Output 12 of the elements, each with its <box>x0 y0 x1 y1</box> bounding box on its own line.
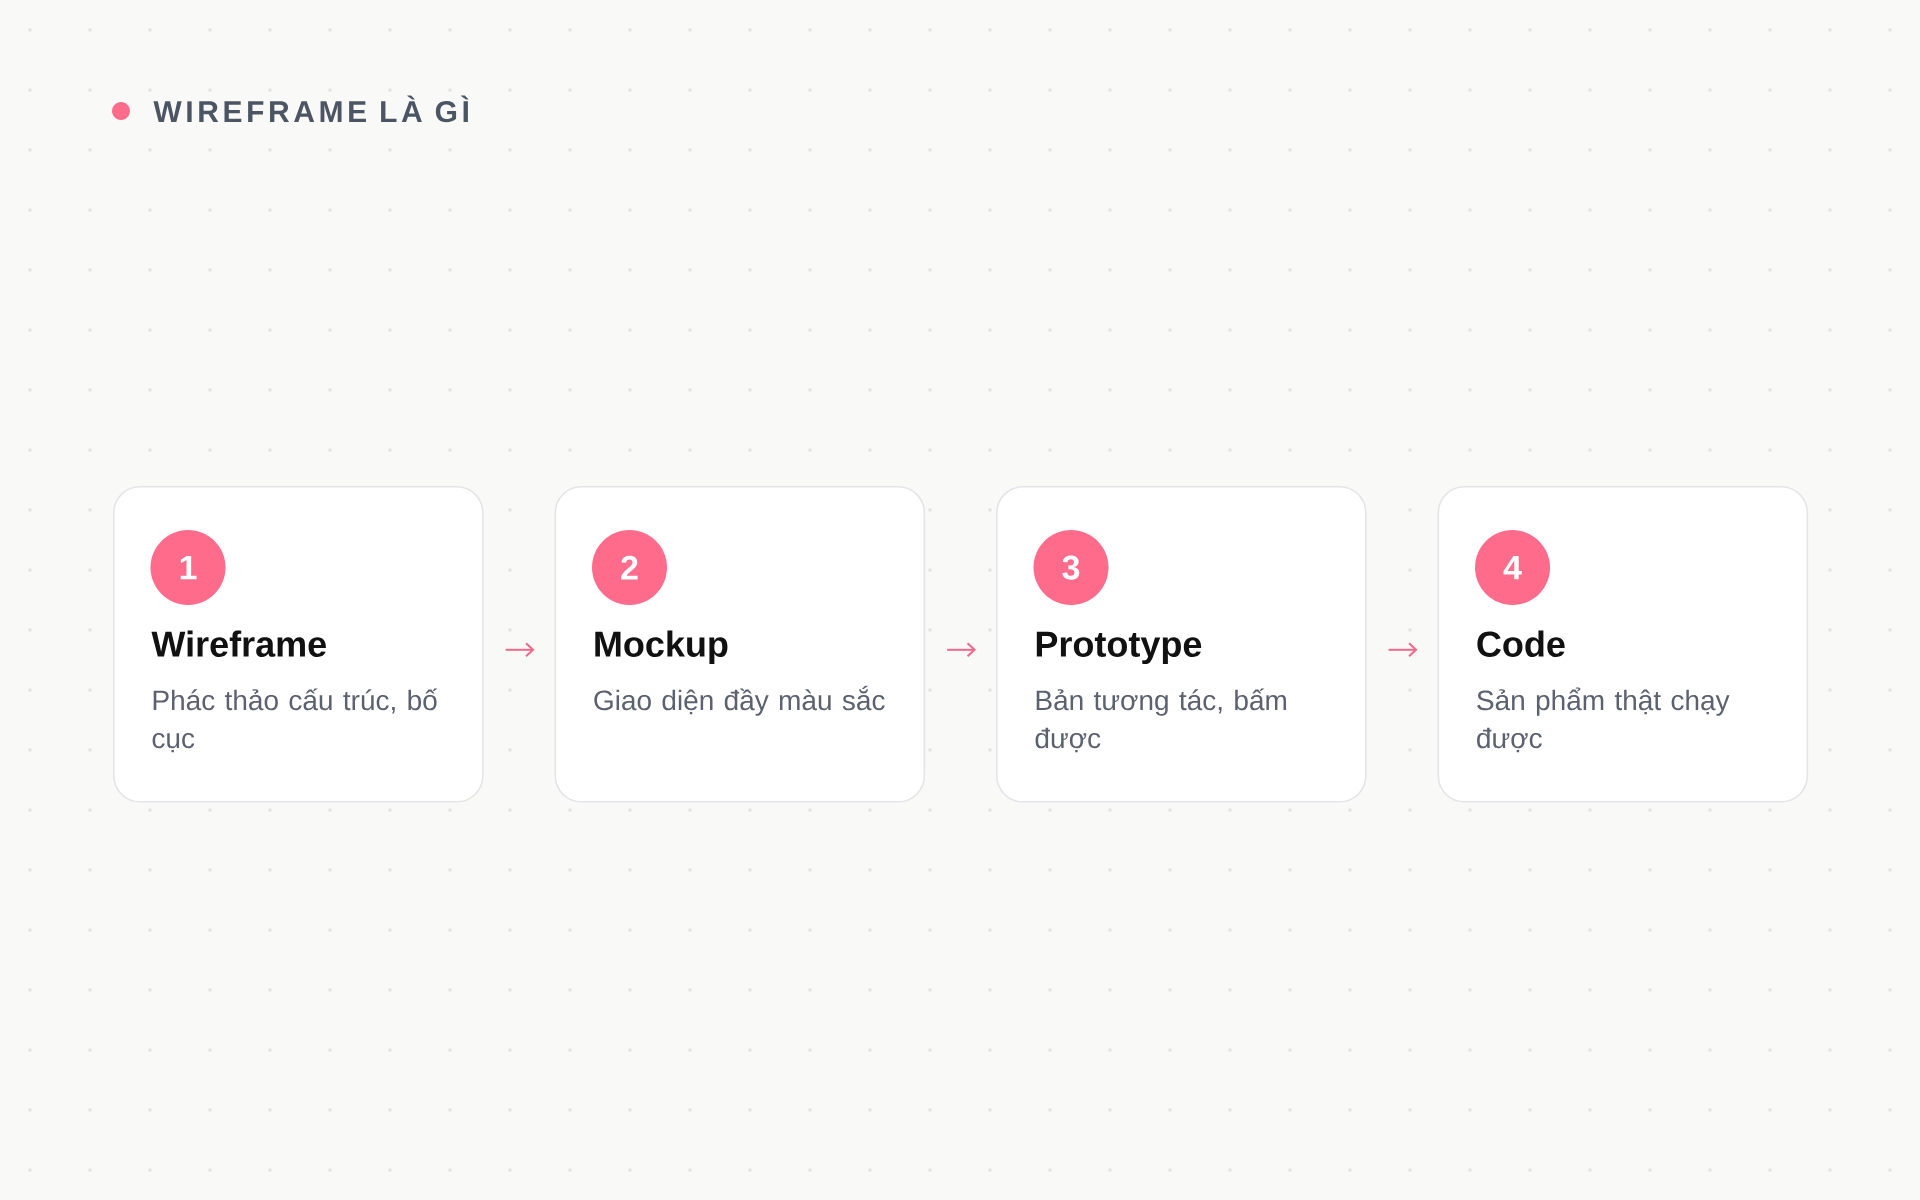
card-title: Prototype <box>1036 631 1202 665</box>
heading: WIREFRAME LÀ GÌ <box>153 95 469 123</box>
arrow <box>1387 642 1418 658</box>
card-description: Phác thảo cấu trúc, bố cục <box>152 688 438 753</box>
arrow <box>504 642 535 658</box>
card-title: Code <box>1477 630 1565 657</box>
card-description: Bản tương tác, bấm được <box>1035 688 1286 753</box>
arrow <box>946 642 976 658</box>
card-title: Wireframe <box>151 630 326 657</box>
card-description: Sản phẩm thật chạy được <box>1477 687 1730 753</box>
card-description: Giao diện đầy màu sắc <box>594 685 885 716</box>
card-title: Mockup <box>595 630 728 665</box>
